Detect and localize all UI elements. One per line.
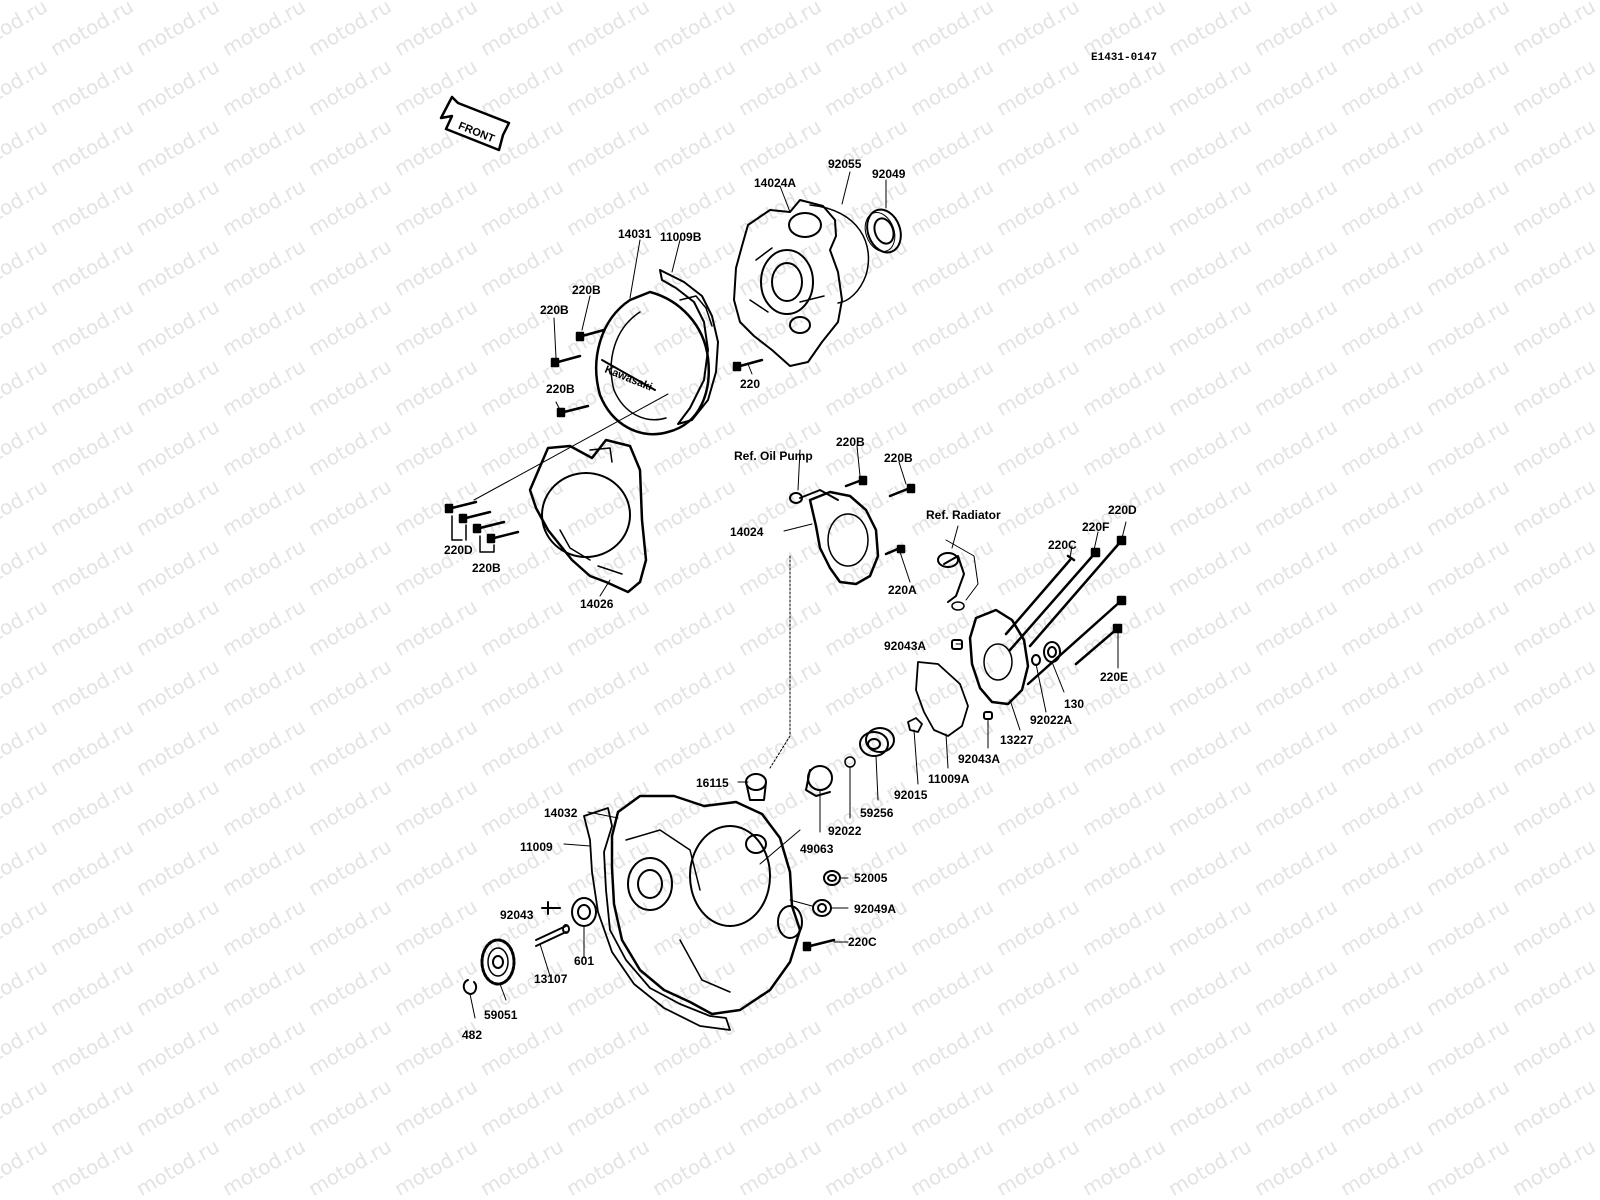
diagram-code: E1431-0147 bbox=[1091, 52, 1158, 64]
nut-92015 bbox=[907, 717, 923, 733]
pin-92043 bbox=[541, 901, 561, 915]
part-label-220C: 220C bbox=[1048, 538, 1077, 552]
part-label-220B: 220B bbox=[540, 303, 569, 317]
bolts-14024 bbox=[844, 475, 916, 556]
part-label-13227: 13227 bbox=[1000, 733, 1034, 747]
part-label-16115: 16115 bbox=[696, 776, 729, 790]
cover-14024A bbox=[733, 199, 843, 367]
part-label-52005: 52005 bbox=[854, 871, 888, 885]
part-label-14026: 14026 bbox=[580, 597, 614, 611]
cap-16115 bbox=[745, 773, 767, 801]
part-label-482: 482 bbox=[462, 1028, 483, 1042]
part-label-14024A: 14024A bbox=[754, 176, 797, 190]
seal-49063 bbox=[805, 765, 833, 797]
guard-14026 bbox=[528, 438, 648, 594]
gasket-11009B bbox=[659, 269, 719, 425]
part-label-220B: 220B bbox=[472, 561, 501, 575]
part-label-92055: 92055 bbox=[828, 157, 862, 171]
part-label-220D: 220D bbox=[444, 543, 473, 557]
gasket-11009A bbox=[915, 661, 969, 737]
part-label-220B: 220B bbox=[546, 382, 575, 396]
part-label-92043A: 92043A bbox=[884, 639, 927, 653]
cover-14024 bbox=[789, 489, 880, 586]
gasket-11009 bbox=[583, 807, 731, 1031]
part-label-59051: 59051 bbox=[484, 1008, 518, 1022]
part-label-11009B: 11009B bbox=[660, 230, 702, 244]
part-label-220F: 220F bbox=[1082, 520, 1110, 534]
part-label-92049A: 92049A bbox=[854, 902, 897, 916]
bearing-601 bbox=[571, 897, 597, 927]
part-label-92049: 92049 bbox=[872, 167, 906, 181]
part-label-130: 130 bbox=[1064, 697, 1085, 711]
part-label-220B: 220B bbox=[836, 435, 865, 449]
part-label-92043: 92043 bbox=[500, 908, 534, 922]
part-label-601: 601 bbox=[574, 954, 595, 968]
bolt-220C-lower bbox=[802, 938, 836, 952]
part-label-220B: 220B bbox=[572, 283, 601, 297]
leader-lines bbox=[469, 171, 1127, 1019]
impeller-59256 bbox=[859, 727, 895, 757]
part-label-220B: 220B bbox=[884, 451, 913, 465]
part-label-92022A: 92022A bbox=[1030, 713, 1073, 727]
gear-59051 bbox=[480, 938, 516, 986]
part-label-11009A: 11009A bbox=[928, 772, 970, 786]
front-arrow-icon bbox=[439, 95, 511, 152]
part-label-220D: 220D bbox=[1108, 503, 1137, 517]
leader-16115 bbox=[769, 555, 791, 769]
part-label-220: 220 bbox=[740, 377, 761, 391]
part-label-59256: 59256 bbox=[860, 806, 894, 820]
part-label-14031: 14031 bbox=[618, 227, 652, 241]
part-label-92022: 92022 bbox=[828, 824, 862, 838]
magneto-cover-14031: Kawasaki bbox=[595, 290, 713, 436]
washer-92022 bbox=[844, 756, 856, 768]
bolt-220B-upper bbox=[550, 328, 764, 418]
part-label-11009: 11009 bbox=[520, 840, 553, 854]
ref-oil-pump-label: Ref. Oil Pump bbox=[734, 449, 813, 463]
oring-92055 bbox=[809, 204, 870, 304]
part-label-14024: 14024 bbox=[730, 525, 764, 539]
crankcase-cover-14032 bbox=[610, 794, 803, 1016]
seals-52005-92049A bbox=[812, 870, 841, 917]
part-label-220A: 220A bbox=[888, 583, 917, 597]
svg-text:Kawasaki: Kawasaki bbox=[603, 364, 654, 394]
part-label-49063: 49063 bbox=[800, 842, 834, 856]
oil-seal-92049 bbox=[864, 208, 902, 254]
leader-14031 bbox=[473, 393, 669, 501]
part-label-92043A: 92043A bbox=[958, 752, 1001, 766]
part-label-13107: 13107 bbox=[534, 972, 568, 986]
part-label-220C: 220C bbox=[848, 935, 877, 949]
bolts-220D-220B bbox=[444, 500, 520, 553]
part-label-14032: 14032 bbox=[544, 806, 578, 820]
shaft-13107 bbox=[535, 924, 570, 947]
part-label-220E: 220E bbox=[1100, 670, 1129, 684]
long-bolts bbox=[1004, 535, 1127, 686]
circlip-482 bbox=[462, 979, 478, 995]
radiator-fitting bbox=[937, 539, 979, 611]
part-label-92015: 92015 bbox=[894, 788, 928, 802]
ref-radiator-label: Ref. Radiator bbox=[926, 508, 1001, 522]
